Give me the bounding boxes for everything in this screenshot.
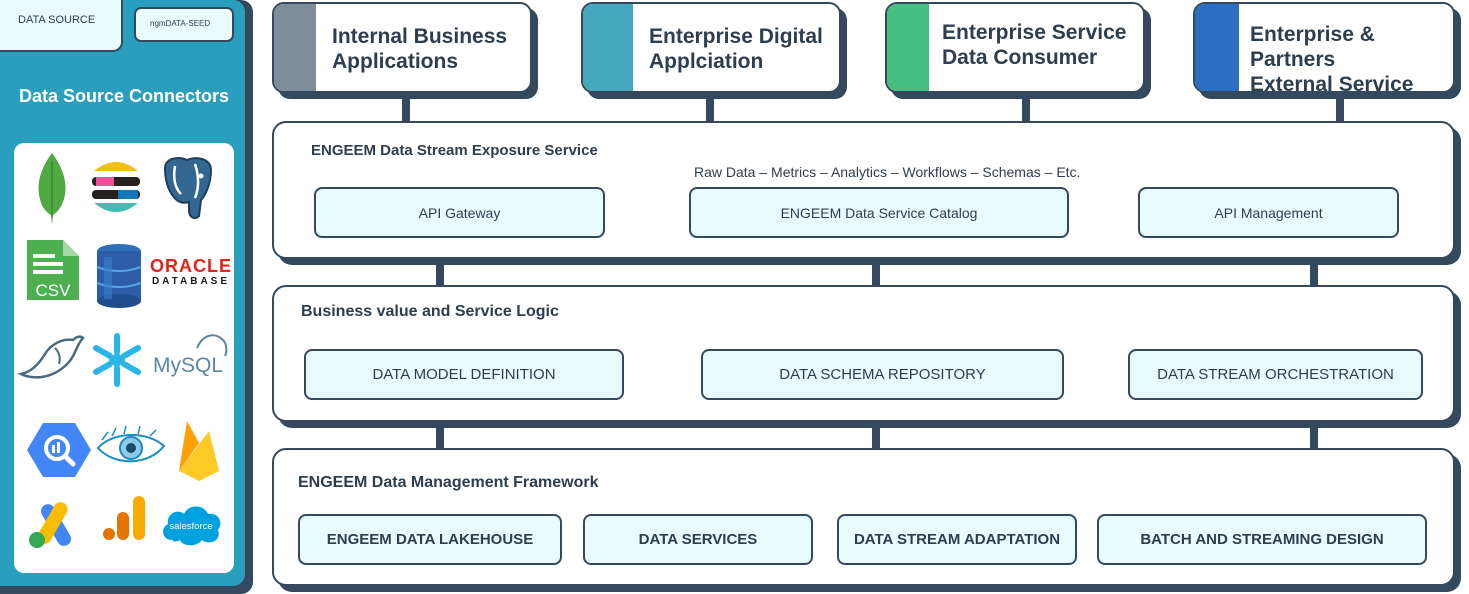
csv-text: CSV [36, 281, 72, 300]
google-analytics-icon[interactable] [100, 493, 150, 543]
data-management-framework-layer: ENGEEM Data Management Framework ENGEEM … [272, 448, 1455, 586]
accent-bar [1195, 4, 1239, 91]
salesforce-text: salesforce [169, 521, 212, 532]
tab-ngmdata-seed[interactable]: ngmDATA-SEED [134, 7, 234, 42]
cassandra-icon[interactable] [96, 423, 166, 473]
data-service-catalog-button[interactable]: ENGEEM Data Service Catalog [689, 187, 1069, 238]
connector-line [872, 258, 880, 292]
api-management-button[interactable]: API Management [1138, 187, 1399, 238]
connector-line [1310, 258, 1318, 292]
layer-title: ENGEEM Data Stream Exposure Service [311, 142, 598, 159]
data-schema-repository-button[interactable]: DATA SCHEMA REPOSITORY [701, 349, 1064, 400]
tab-data-source[interactable]: DATA SOURCE [0, 0, 123, 52]
exposure-service-layer: ENGEEM Data Stream Exposure Service Raw … [272, 121, 1455, 259]
google-ads-icon[interactable] [26, 499, 82, 551]
layer-subtitle: Raw Data – Metrics – Analytics – Workflo… [694, 164, 1081, 180]
accent-bar [887, 4, 929, 91]
oracle-text: ORACLE [150, 256, 232, 276]
data-model-definition-button[interactable]: DATA MODEL DEFINITION [304, 349, 624, 400]
elastic-icon[interactable] [88, 157, 144, 217]
connector-line [1336, 90, 1344, 126]
firebase-icon[interactable] [174, 415, 224, 485]
connector-line [402, 90, 410, 126]
business-logic-layer: Business value and Service Logic DATA MO… [272, 285, 1455, 422]
batch-streaming-design-button[interactable]: BATCH AND STREAMING DESIGN [1097, 514, 1427, 565]
data-stream-orchestration-button[interactable]: DATA STREAM ORCHESTRATION [1128, 349, 1423, 400]
oracle-database-icon[interactable]: ORACLE DATABASE [148, 253, 234, 293]
data-lakehouse-button[interactable]: ENGEEM DATA LAKEHOUSE [298, 514, 562, 565]
accent-bar [583, 4, 633, 91]
connector-line [1310, 420, 1318, 456]
connector-line [706, 90, 714, 126]
snowflake-icon[interactable] [88, 331, 146, 389]
salesforce-icon[interactable]: salesforce [158, 499, 224, 549]
accent-bar [274, 4, 316, 91]
mongodb-icon[interactable] [30, 151, 74, 227]
mysql-text: MySQL [153, 354, 223, 377]
data-services-button[interactable]: DATA SERVICES [583, 514, 813, 565]
connector-line [872, 420, 880, 456]
csv-icon[interactable]: CSV [22, 237, 84, 303]
connector-logos-panel: CSV ORACLE DATABASE [14, 143, 234, 573]
mariadb-icon[interactable] [16, 331, 86, 381]
connector-line [436, 258, 444, 292]
bigquery-icon[interactable] [26, 419, 92, 481]
sidebar-title: Data Source Connectors [19, 86, 230, 106]
layer-title: ENGEEM Data Management Framework [298, 474, 599, 491]
database-text: DATABASE [151, 276, 231, 287]
layer-title: Business value and Service Logic [301, 303, 559, 320]
postgresql-icon[interactable] [154, 153, 220, 223]
data-stream-adaptation-button[interactable]: DATA STREAM ADAPTATION [837, 514, 1077, 565]
dynamodb-icon[interactable] [92, 241, 146, 311]
mysql-icon[interactable]: MySQL [152, 329, 232, 381]
api-gateway-button[interactable]: API Gateway [314, 187, 605, 238]
connector-line [436, 420, 444, 456]
connector-line [1022, 90, 1030, 126]
